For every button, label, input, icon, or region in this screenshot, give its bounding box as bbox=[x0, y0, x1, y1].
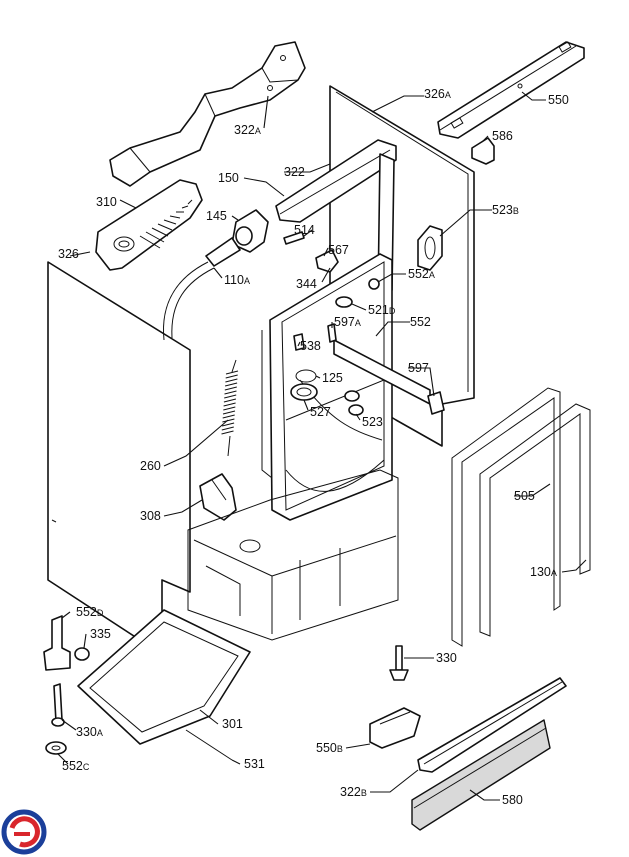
grille-slat bbox=[181, 205, 189, 209]
brand-logo bbox=[1, 809, 47, 855]
part-550b-bracket bbox=[369, 707, 421, 749]
part-523-grommets bbox=[344, 390, 364, 416]
part-550-top-rail bbox=[437, 41, 585, 139]
spring-coil bbox=[224, 390, 237, 395]
label-523b: 523B bbox=[492, 203, 519, 217]
label-567: 567 bbox=[328, 243, 349, 257]
part-130a-gasket bbox=[479, 403, 591, 637]
spring-coil bbox=[221, 422, 235, 427]
label-335: 335 bbox=[90, 627, 111, 641]
spring-coil bbox=[224, 386, 237, 391]
part-521d-seal bbox=[335, 296, 353, 308]
part-330-screw bbox=[389, 645, 409, 681]
spring-coil bbox=[223, 398, 237, 403]
grille-slat bbox=[145, 231, 165, 243]
base-frame bbox=[187, 469, 399, 641]
grille-slat bbox=[139, 235, 161, 249]
label-552a: 552A bbox=[408, 267, 435, 281]
label-580: 580 bbox=[502, 793, 523, 807]
spring-coil bbox=[222, 410, 236, 415]
label-308: 308 bbox=[140, 509, 161, 523]
label-145: 145 bbox=[206, 209, 227, 223]
label-527: 527 bbox=[310, 405, 331, 419]
label-597a: 597A bbox=[334, 315, 361, 329]
spring-coil bbox=[223, 406, 236, 411]
part-552a-plug bbox=[368, 278, 380, 290]
label-521d: 521D bbox=[368, 303, 396, 317]
label-326: 326 bbox=[58, 247, 79, 261]
callout-labels: 322A 326A 550 586 310 150 322 145 514 56… bbox=[58, 87, 569, 807]
label-523: 523 bbox=[362, 415, 383, 429]
label-550: 550 bbox=[548, 93, 569, 107]
part-586-clip bbox=[471, 137, 495, 165]
part-301-base-tray bbox=[77, 609, 251, 745]
part-505-door-seal bbox=[451, 387, 561, 647]
part-567-bracket bbox=[315, 249, 339, 273]
spring-coil bbox=[224, 382, 238, 387]
part-538-clip bbox=[293, 333, 305, 351]
label-505: 505 bbox=[514, 489, 535, 503]
part-597-clip bbox=[427, 391, 445, 415]
label-344: 344 bbox=[296, 277, 317, 291]
label-330: 330 bbox=[436, 651, 457, 665]
label-301: 301 bbox=[222, 717, 243, 731]
leader-lines bbox=[57, 91, 587, 801]
label-550b: 550B bbox=[316, 741, 343, 755]
label-552d: 552D bbox=[76, 605, 104, 619]
part-322a-rear-bracket bbox=[109, 41, 306, 187]
label-514: 514 bbox=[294, 223, 315, 237]
spring-coil bbox=[221, 430, 234, 435]
label-322a: 322A bbox=[234, 123, 261, 137]
part-527-filter-nut bbox=[290, 383, 318, 401]
part-531-rod bbox=[185, 729, 233, 761]
label-130a: 130A bbox=[530, 565, 557, 579]
label-538: 538 bbox=[300, 339, 321, 353]
label-586: 586 bbox=[492, 129, 513, 143]
part-552c-foot-pad bbox=[45, 741, 67, 755]
label-260: 260 bbox=[140, 459, 161, 473]
grille-slat bbox=[151, 227, 169, 237]
label-322: 322 bbox=[284, 165, 305, 179]
label-552c: 552C bbox=[62, 759, 90, 773]
grille-slat bbox=[169, 215, 181, 219]
part-145-inlet-hose-connector bbox=[205, 209, 269, 267]
tub-body bbox=[261, 253, 393, 521]
label-110a: 110A bbox=[224, 273, 250, 287]
label-310: 310 bbox=[96, 195, 117, 209]
part-326-side-panel-left bbox=[47, 261, 191, 641]
part-514-screw bbox=[283, 231, 305, 245]
part-110a-inlet-hose bbox=[162, 261, 215, 341]
grille-slat bbox=[163, 219, 177, 225]
label-125: 125 bbox=[322, 371, 343, 385]
grille-slat bbox=[157, 223, 173, 231]
spring-coil bbox=[225, 378, 238, 383]
label-150: 150 bbox=[218, 171, 239, 185]
part-260-spring bbox=[221, 359, 239, 457]
spring-coil bbox=[221, 426, 234, 431]
part-330a-bolt bbox=[51, 683, 65, 727]
spring-coil bbox=[222, 418, 235, 423]
label-552: 552 bbox=[410, 315, 431, 329]
part-552d-foot bbox=[43, 615, 71, 671]
grille-slat bbox=[187, 199, 193, 205]
label-330a: 330A bbox=[76, 725, 103, 739]
part-310-grille bbox=[95, 179, 203, 271]
part-580-kick-plate bbox=[411, 719, 551, 831]
part-335-nut bbox=[74, 647, 90, 661]
part-322b-kick-plate-frame bbox=[417, 677, 567, 773]
spring-coil bbox=[225, 370, 239, 375]
spring-coil bbox=[224, 394, 237, 399]
spring-coil bbox=[223, 402, 236, 407]
part-523b-inlet-seal bbox=[417, 225, 443, 271]
spring-coil bbox=[225, 374, 238, 379]
label-597: 597 bbox=[408, 361, 429, 375]
spring-coil bbox=[222, 414, 235, 419]
label-322b: 322B bbox=[340, 785, 367, 799]
label-326a: 326A bbox=[424, 87, 451, 101]
label-531: 531 bbox=[244, 757, 265, 771]
part-308-hinge bbox=[199, 473, 237, 521]
